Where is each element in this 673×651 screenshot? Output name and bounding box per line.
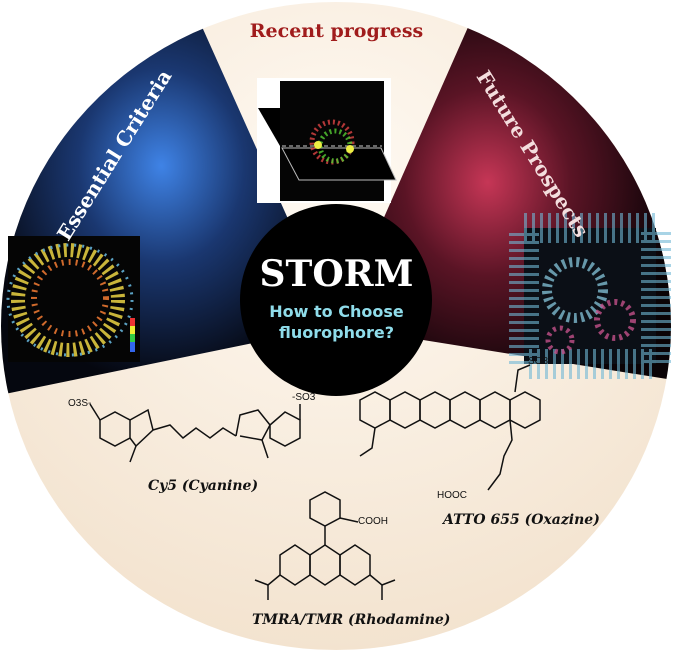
section-title-recent-progress: Recent progress: [249, 20, 424, 42]
cell-localization-image: [6, 236, 140, 362]
fluorophore-label-cy5: Cy5 (Cyanine): [148, 478, 259, 494]
chem-label-so3: O3S-: [68, 398, 92, 409]
chem-label-hooc: HOOC: [437, 490, 467, 501]
tmr-structure: [254, 491, 396, 600]
chem-label-so3: -SO3: [292, 392, 316, 403]
two-color-image: [509, 213, 671, 379]
center-title: STORM: [259, 253, 414, 295]
chem-label-so3: SO3: [528, 356, 549, 367]
cy5-structure: [89, 403, 301, 463]
chem-label-cooh: COOH: [358, 516, 388, 527]
center-circle: [240, 204, 432, 396]
3d-storm-image: [257, 78, 397, 203]
center-subtitle-line1: How to Choose: [269, 302, 404, 321]
atto655-structure: [359, 364, 541, 491]
fluorophore-label-atto655: ATTO 655 (Oxazine): [443, 512, 600, 528]
fluorophore-label-tmr: TMRA/TMR (Rhodamine): [252, 612, 451, 628]
center-subtitle-line2: fluorophore?: [279, 323, 394, 342]
